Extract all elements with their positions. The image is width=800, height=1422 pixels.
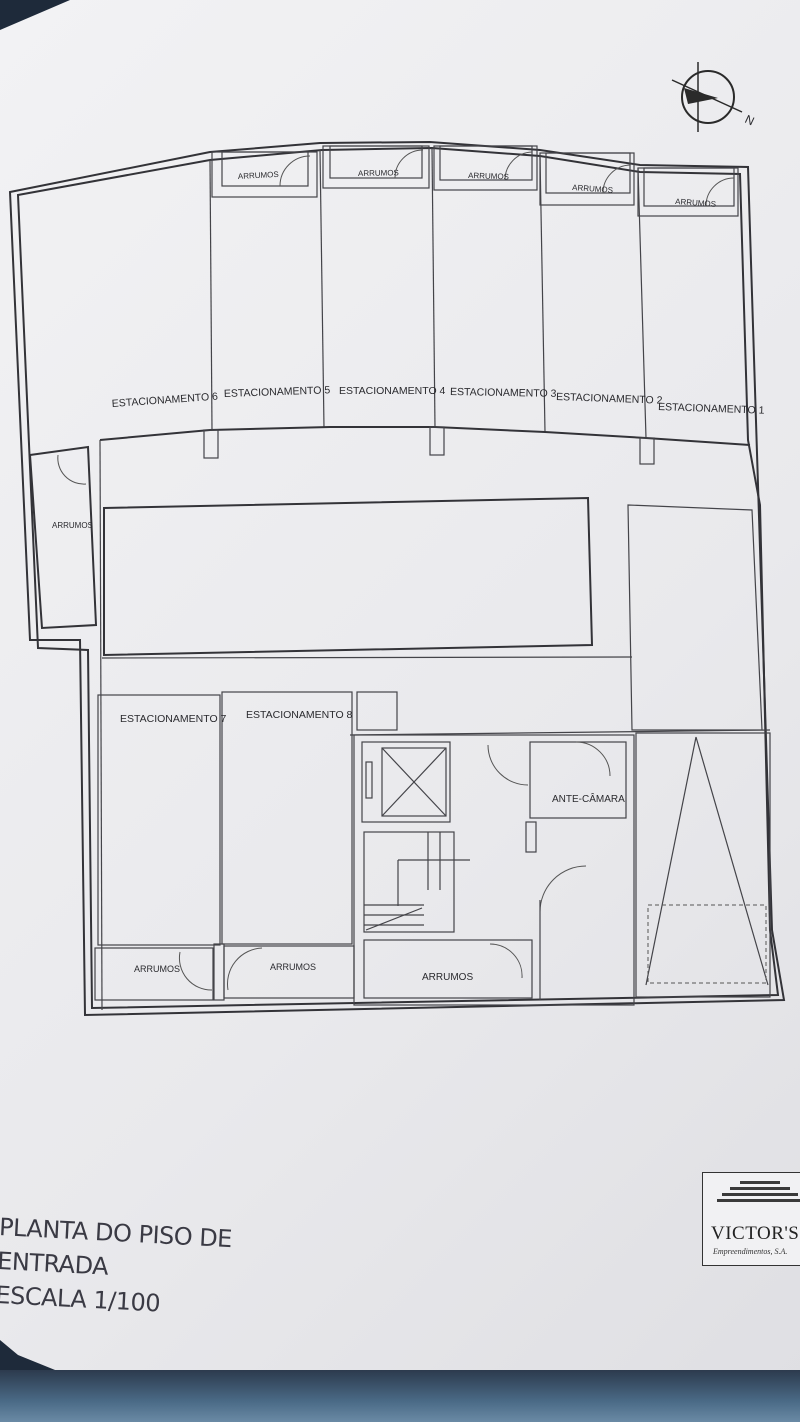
north-arrow-icon: N <box>671 62 757 132</box>
storage-label-5: ARRUMOS <box>675 197 716 209</box>
service-core <box>353 734 635 1006</box>
parking-bays-bottom <box>97 691 398 946</box>
inner-wall-line <box>16 146 780 1010</box>
parking-label-4: ESTACIONAMENTO 4 <box>339 385 446 397</box>
storage-label-3: ARRUMOS <box>468 171 509 181</box>
storage-row-top <box>211 145 739 217</box>
outer-wall <box>8 140 786 1017</box>
parking-label-8: ESTACIONAMENTO 8 <box>246 709 353 721</box>
parking-label-5: ESTACIONAMENTO 5 <box>224 384 331 400</box>
parking-label-2: ESTACIONAMENTO 2 <box>556 391 663 407</box>
central-ramp <box>99 439 771 1011</box>
background-fabric <box>0 1370 800 1422</box>
parking-label-1: ESTACIONAMENTO 1 <box>658 401 765 417</box>
antechamber-label: ANTE-CÂMARA <box>552 792 625 805</box>
storage-left <box>28 445 98 630</box>
storage-label-b3: ARRUMOS <box>422 972 473 983</box>
right-ramp <box>635 732 771 998</box>
north-label: N <box>743 112 757 128</box>
storage-row-bottom <box>94 939 533 1001</box>
logo-subtitle: Empreendimentos, S.A. <box>713 1247 788 1256</box>
parking-label-7: ESTACIONAMENTO 7 <box>120 713 227 725</box>
parking-bays-top <box>99 147 751 465</box>
storage-label-2: ARRUMOS <box>358 168 399 178</box>
storage-label-4: ARRUMOS <box>572 183 613 195</box>
storage-label-b2: ARRUMOS <box>270 962 316 972</box>
drawing-title: PLANTA DO PISO DE ENTRADA <box>0 1212 233 1281</box>
parking-label-6: ESTACIONAMENTO 6 <box>111 391 218 410</box>
storage-label-b1: ARRUMOS <box>134 964 180 974</box>
title-block: PLANTA DO PISO DE ENTRADA ESCALA 1/100 <box>0 1210 240 1324</box>
storage-label-1: ARRUMOS <box>238 170 279 181</box>
logo-name: VICTOR'S <box>711 1223 800 1244</box>
parking-label-3: ESTACIONAMENTO 3 <box>450 386 557 400</box>
company-logo: VICTOR'S Empreendimentos, S.A. <box>702 1172 800 1266</box>
logo-bars-icon <box>717 1181 800 1205</box>
paper-sheet <box>0 0 800 1386</box>
storage-label-left: ARRUMOS <box>52 521 93 530</box>
